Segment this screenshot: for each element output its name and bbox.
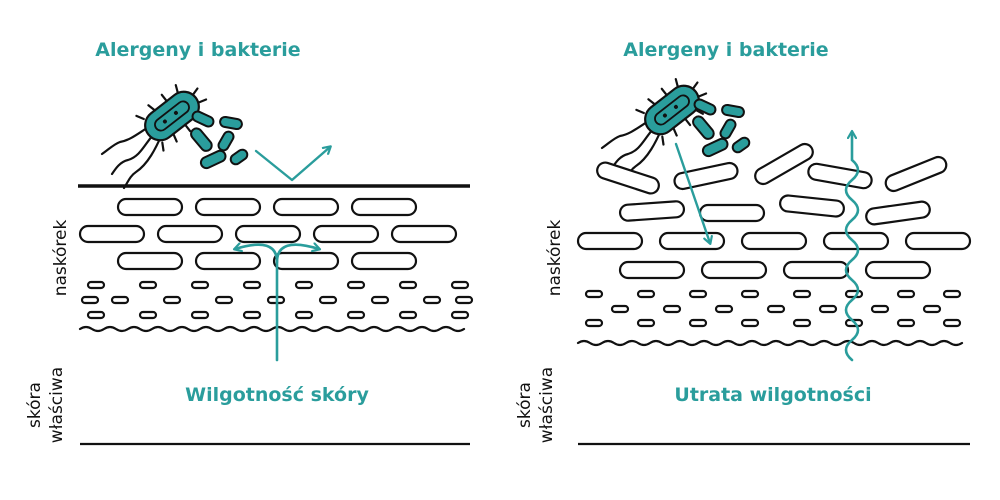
bottom-label-healthy: Wilgotność skóry	[185, 384, 369, 406]
top-label-damaged: Alergeny i bakterie	[623, 39, 828, 61]
corneocyte-cells	[78, 197, 458, 271]
allergen-particles-icon	[187, 108, 251, 171]
dermis-label-healthy-line1: skóra	[25, 382, 45, 428]
scattered-corneocyte-cells	[576, 142, 972, 280]
basement-membrane-wave	[78, 325, 466, 333]
reflect-arrow-icon	[254, 147, 330, 182]
panel-healthy: Alergeny i bakterie	[25, 39, 474, 446]
epidermis-label-healthy: naskórek	[51, 220, 71, 297]
panel-damaged: Alergeny i bakterie	[515, 39, 972, 446]
dermis-label-damaged-line2: właściwa	[537, 367, 557, 443]
allergen-particles-icon-damaged	[689, 96, 753, 159]
granular-layer-cells-damaged	[584, 289, 962, 328]
epidermis-label-damaged: naskórek	[545, 220, 565, 297]
top-label-healthy: Alergeny i bakterie	[95, 39, 300, 61]
penetration-arrow-icon	[674, 142, 710, 243]
basement-membrane-wave-damaged	[576, 339, 964, 347]
bottom-label-damaged: Utrata wilgotności	[674, 384, 871, 406]
granular-layer-cells	[80, 280, 474, 320]
wavy-arrow-icon	[844, 132, 860, 362]
moisture-arrow-icon	[235, 245, 319, 362]
dermis-label-healthy-line2: właściwa	[47, 367, 67, 443]
dermis-label-damaged-line1: skóra	[515, 382, 535, 428]
